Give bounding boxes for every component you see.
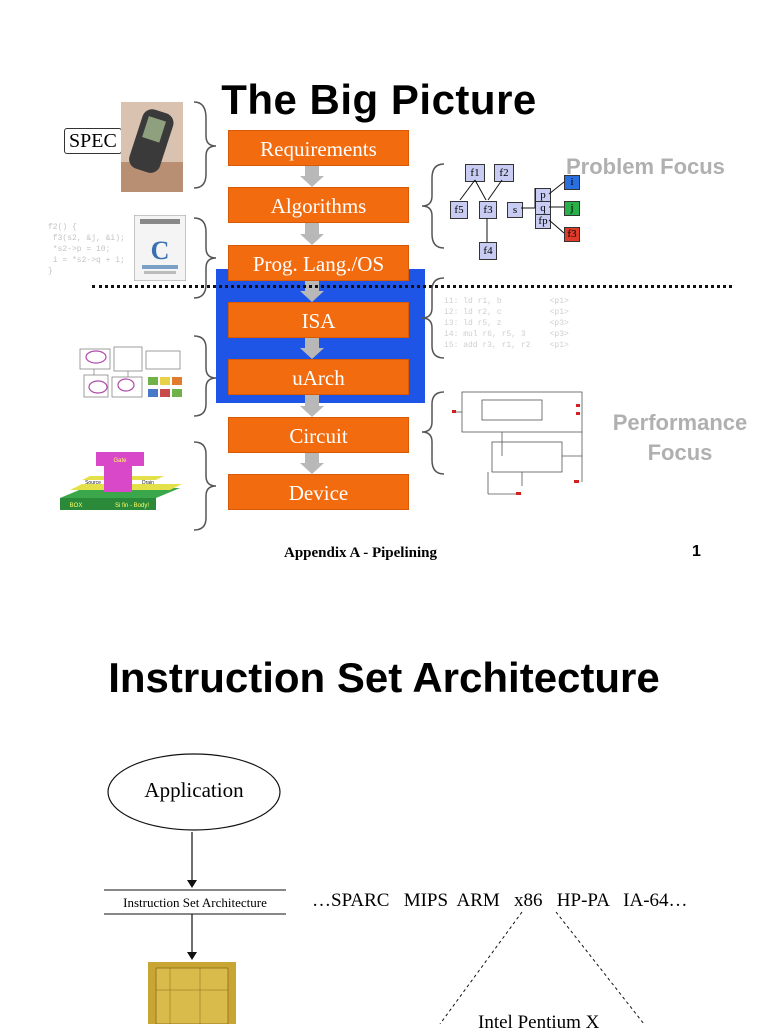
performance-focus-label: Performance Focus: [600, 410, 760, 466]
brace-icon: [193, 441, 217, 531]
layer-uarch: uArch: [228, 359, 409, 395]
layer-algorithms: Algorithms: [228, 187, 409, 223]
arrow-down-icon: [300, 166, 324, 187]
graph-node-f1: f1: [465, 164, 485, 182]
right-braces: [421, 163, 445, 475]
isa-list: …SPARC MIPS ARM x86 HP-PA IA-64…: [312, 890, 688, 911]
brace-icon: [193, 335, 217, 417]
application-label: Application: [144, 778, 244, 802]
slide1-title: The Big Picture: [221, 76, 537, 123]
brace-icon: [193, 217, 217, 299]
performance-focus-line2: Focus: [647, 440, 713, 465]
intel-pentium-label: Intel Pentium X: [478, 1012, 600, 1033]
layer-isa: ISA: [228, 302, 409, 338]
circuit-schematic: [452, 391, 583, 495]
brace-icon: [193, 101, 217, 189]
phone-image: [121, 102, 183, 192]
graph-node-s: s: [507, 202, 523, 218]
slide1-page-number: 1: [692, 543, 701, 560]
fin-label: Si fin - Body!: [115, 503, 149, 509]
layer-circuit: Circuit: [228, 417, 409, 453]
graph-node-f5: f5: [450, 201, 468, 219]
graph-node-f4: f4: [479, 242, 497, 260]
problem-focus-label: Problem Focus: [566, 154, 725, 179]
brace-icon: [421, 277, 445, 359]
slide2-title: Instruction Set Architecture: [108, 654, 660, 701]
application-ellipse: [107, 753, 281, 831]
uarch-diagram: [74, 343, 186, 405]
arrow-down-icon: [300, 453, 324, 474]
layer-device: Device: [228, 474, 409, 510]
performance-focus-line1: Performance: [612, 410, 748, 435]
graph-node-f3-red: f3: [564, 227, 580, 242]
graph-node-f2: f2: [494, 164, 514, 182]
drain-label: Drain: [142, 480, 154, 486]
graph-edges: [459, 179, 565, 242]
arrow-down-icon: [187, 880, 197, 888]
graph-node-j: j: [564, 201, 580, 216]
graph-node-i: i: [564, 175, 580, 190]
hw-sw-divider: [92, 285, 732, 288]
source-label: Source: [85, 480, 101, 486]
asm-snippet: i1: ld r1, b <p1> i2: ld r2, c <p1> i3: …: [444, 297, 569, 350]
finfet-device-image: Gate Source Drain BOX Si fin - Body!: [60, 452, 182, 510]
arrow-down-icon: [300, 223, 324, 245]
layer-requirements: Requirements: [228, 130, 409, 166]
layer-prog-lang-os: Prog. Lang./OS: [228, 245, 409, 281]
left-braces: [193, 101, 217, 531]
isa-label: Instruction Set Architecture: [123, 895, 267, 910]
c-book-image: C: [134, 215, 186, 281]
box-label: BOX: [70, 503, 83, 509]
isa-stack-diagram: [104, 753, 286, 1024]
slide1-footer: Appendix A - Pipelining: [284, 545, 437, 561]
spec-label: SPEC: [64, 128, 122, 154]
arrow-down-icon: [300, 395, 324, 417]
gate-label: Gate: [113, 458, 127, 464]
brace-icon: [421, 391, 445, 475]
arrow-down-icon: [300, 338, 324, 359]
code-snippet: f2() { f3(s2, &j, &i); *s2->p = 10; i = …: [48, 223, 125, 276]
svg-text:C: C: [151, 236, 170, 265]
arrow-down-icon: [187, 952, 197, 960]
x86-expansion-lines: [439, 911, 645, 1024]
brace-icon: [421, 163, 445, 249]
graph-node-f3: f3: [479, 201, 497, 219]
